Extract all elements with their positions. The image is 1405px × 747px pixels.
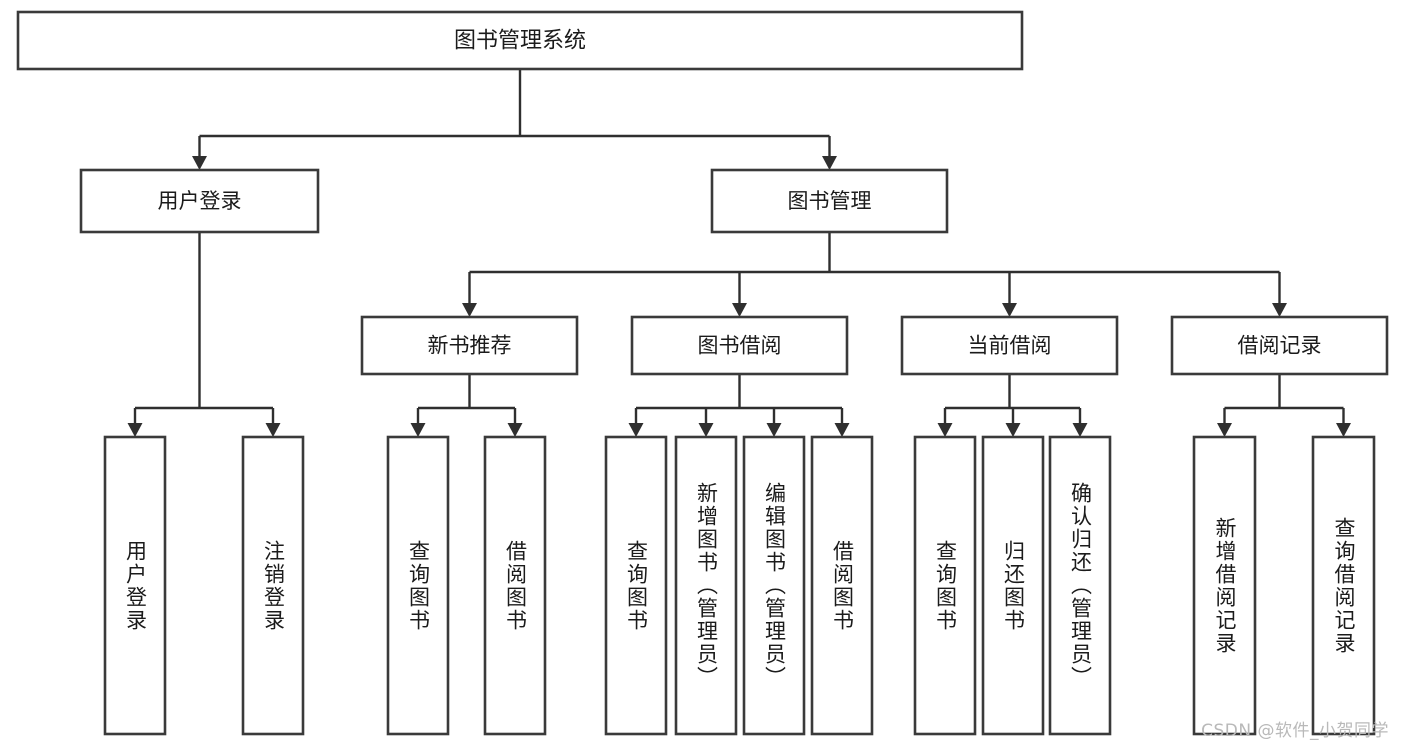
node-box-leaf-edit-book[interactable] (742, 435, 806, 736)
arrow-head-icon (1217, 423, 1232, 437)
node-box-leaf-query-book-borrow[interactable] (604, 435, 668, 736)
node-box-leaf-logout[interactable] (241, 435, 305, 736)
node-box-leaf-query-book-cur[interactable] (913, 435, 977, 736)
arrow-head-icon (410, 423, 426, 437)
node-box-leaf-query-book-rec[interactable] (386, 435, 450, 736)
arrow-head-icon (1072, 423, 1088, 437)
node-box-leaf-confirm-return[interactable] (1048, 435, 1112, 736)
node-label-root: 图书管理系统 (454, 29, 586, 54)
node-box-book-borrow[interactable] (630, 315, 849, 376)
arrow-head-icon (937, 423, 953, 437)
arrow-head-icon (1005, 423, 1021, 437)
arrow-head-icon (462, 303, 477, 317)
node-box-leaf-borrow-book[interactable] (810, 435, 874, 736)
node-label-new-book-rec: 新书推荐 (428, 334, 512, 358)
arrow-head-icon (1272, 303, 1287, 317)
arrow-head-icon (628, 423, 644, 437)
arrow-head-icon (698, 423, 714, 437)
node-box-borrow-record[interactable] (1170, 315, 1389, 376)
node-label-user-login: 用户登录 (158, 189, 242, 213)
node-box-leaf-borrow-book-rec[interactable] (483, 435, 547, 736)
node-box-root[interactable] (16, 10, 1024, 71)
arrow-head-icon (732, 303, 747, 317)
node-box-leaf-query-record[interactable] (1311, 435, 1376, 736)
node-label-current-borrow: 当前借阅 (968, 334, 1052, 358)
node-box-leaf-add-book[interactable] (674, 435, 738, 736)
connectors-layer (127, 69, 1351, 437)
arrow-head-icon (1002, 303, 1017, 317)
arrow-head-icon (1336, 423, 1351, 437)
arrow-head-icon (822, 156, 837, 170)
node-box-book-manage[interactable] (710, 168, 949, 234)
arrow-head-icon (507, 423, 523, 437)
node-box-current-borrow[interactable] (900, 315, 1119, 376)
watermark-text: CSDN @软件_小贺同学 (1201, 721, 1389, 741)
node-box-new-book-rec[interactable] (360, 315, 579, 376)
node-box-leaf-add-record[interactable] (1192, 435, 1257, 736)
node-label-book-borrow: 图书借阅 (698, 334, 782, 358)
node-label-borrow-record: 借阅记录 (1238, 334, 1322, 358)
node-label-book-manage: 图书管理 (788, 189, 872, 213)
node-box-user-login[interactable] (79, 168, 320, 234)
arrow-head-icon (127, 423, 143, 437)
arrow-head-icon (192, 156, 207, 170)
arrow-head-icon (265, 423, 281, 437)
arrow-head-icon (766, 423, 782, 437)
arrow-head-icon (834, 423, 850, 437)
node-box-leaf-return-book[interactable] (981, 435, 1045, 736)
node-box-leaf-user-login[interactable] (103, 435, 167, 736)
boxes-layer (16, 10, 1389, 736)
